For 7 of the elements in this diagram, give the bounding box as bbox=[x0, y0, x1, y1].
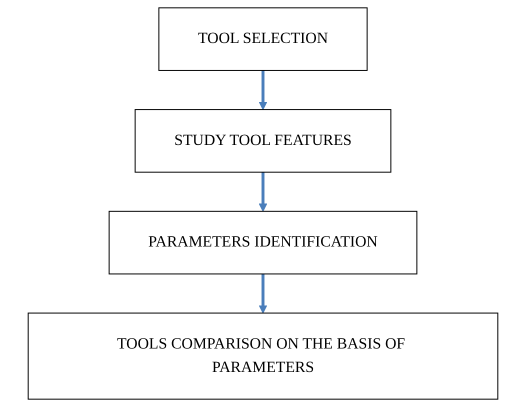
node-box: TOOLS COMPARISON ON THE BASIS OF PARAMETERS bbox=[28, 312, 498, 400]
arrow bbox=[258, 172, 268, 212]
node-box: STUDY TOOL FEATURES bbox=[134, 109, 392, 173]
arrow bbox=[258, 274, 268, 314]
node-box: TOOL SELECTION bbox=[158, 7, 368, 71]
node-box: PARAMETERS IDENTIFICATION bbox=[108, 210, 418, 274]
arrow bbox=[258, 70, 268, 110]
